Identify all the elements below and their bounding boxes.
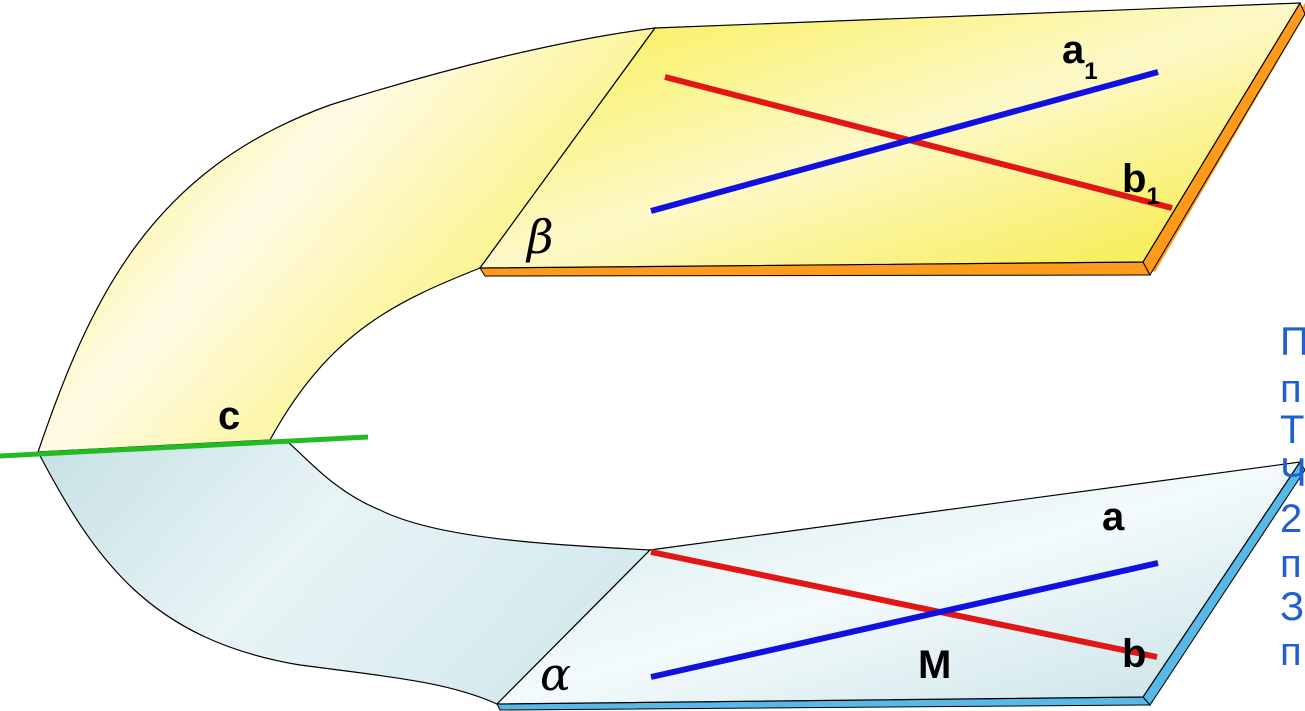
label-b1-sub: 1 (1146, 183, 1159, 210)
side-text-line: З (1280, 585, 1304, 629)
side-text-line: п (1280, 367, 1302, 411)
alpha-plane (495, 461, 1302, 705)
label-c: c (218, 394, 240, 438)
side-text-line: п (1280, 630, 1302, 674)
label-a1: a1 (1062, 28, 1098, 85)
side-text: П п Т Ч 2 п З п (1280, 320, 1305, 674)
side-text-line: п (1280, 542, 1302, 586)
line-c (0, 434, 369, 459)
label-b1-main: b (1122, 157, 1146, 201)
label-alpha: α (540, 647, 571, 701)
label-beta: β (525, 210, 554, 264)
beta-curved-surface (37, 27, 657, 453)
label-b1: b1 (1122, 157, 1160, 210)
label-b: b (1122, 632, 1146, 676)
side-text-line: П (1280, 320, 1305, 364)
label-m: M (918, 643, 951, 687)
side-text-line: 2 (1280, 497, 1302, 541)
line-b1 (664, 74, 1173, 211)
side-text-line: Т (1280, 408, 1304, 452)
line-a (650, 560, 1159, 680)
side-text-line: Ч (1280, 451, 1305, 495)
line-a1 (650, 69, 1159, 214)
alpha-curved-surface (37, 439, 652, 705)
label-a1-sub: 1 (1084, 58, 1097, 85)
label-a: a (1102, 495, 1125, 539)
line-b (650, 549, 1158, 660)
label-a1-main: a (1062, 28, 1085, 72)
